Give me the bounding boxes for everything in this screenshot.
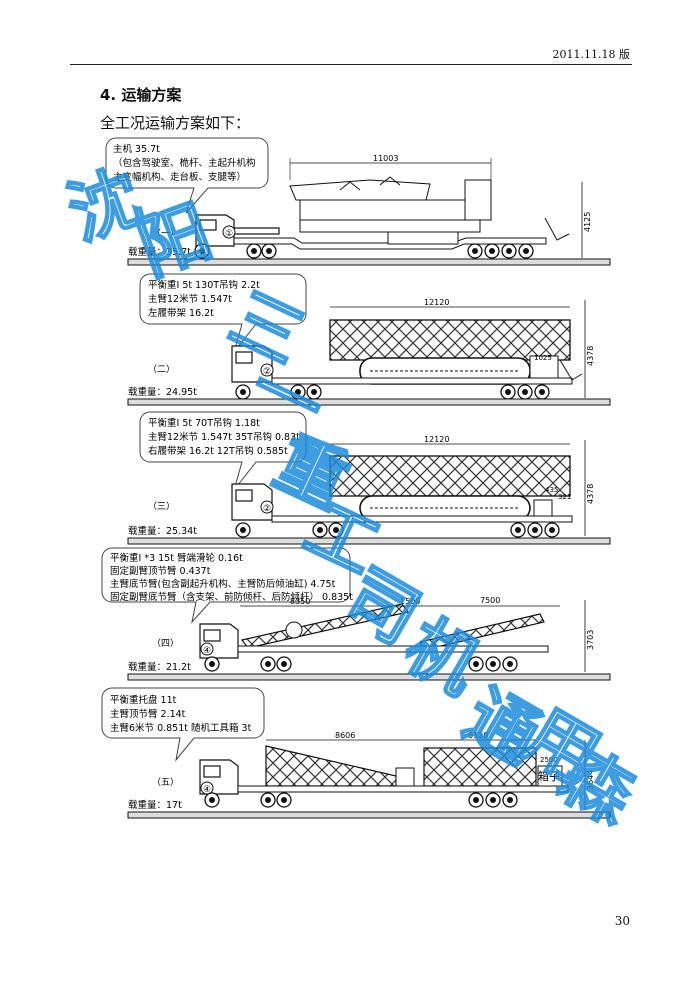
load-weight: 载重量：35.7t (128, 246, 191, 258)
case-4: 平衡重Ⅰ *3 15t 臂端滑轮 0.16t 固定副臂顶节臂 0.437t 主臂… (101, 547, 611, 681)
dim-height: 4125 (583, 212, 592, 232)
truck-cab (195, 214, 280, 247)
callout-line: 主臂6米节 0.851t 随机工具箱 3t (110, 722, 252, 734)
truck-number: ① (225, 229, 233, 239)
dim-height: 3703 (586, 630, 595, 650)
dim-length: 7500 (480, 596, 500, 605)
case-3: 平衡重Ⅰ 5t 70T吊钩 1.18t 主臂12米节 1.547t 35T吊钩 … (127, 411, 611, 545)
dim-small: 1025 (534, 354, 552, 362)
case-label: （四） (152, 638, 179, 649)
callout-line: 主机 35.7t (113, 143, 160, 155)
section-title: 4. 运输方案 (100, 86, 182, 104)
callout-box (101, 547, 351, 624)
dim-length: 1500 (400, 597, 420, 606)
callout-box (139, 411, 307, 491)
dim-length: 8350 (290, 597, 310, 606)
callout-line: 左履带架 16.2t (148, 307, 214, 319)
boom-truss (240, 603, 410, 649)
callout-line: 平衡重托盘 11t (110, 694, 177, 706)
case-label: （二） (148, 364, 175, 375)
dim-length: 6120 (468, 731, 488, 740)
dim-length: 8606 (335, 731, 355, 740)
load-weight: 载重量：24.95t (128, 386, 197, 398)
ground (127, 537, 611, 545)
page-number: 30 (614, 914, 630, 928)
boom-truss (329, 319, 571, 361)
ground (127, 811, 611, 819)
dim-height: 3644 (586, 770, 595, 790)
truck-number: ② (263, 504, 271, 514)
callout-line: 主臂12米节 1.547t (148, 293, 232, 305)
callout-box (139, 273, 307, 353)
dim-small: 435 (545, 486, 558, 494)
callout-line: 固定副臂底节臂（含支架、前防倾杆、后防倾杆） 0.835t (110, 591, 353, 603)
callout-box (105, 137, 269, 214)
callout-line: 主臂12米节 1.547t 35T吊钩 0.83t (148, 431, 300, 443)
header-rule (70, 64, 632, 65)
dim-small: 2500 (540, 756, 558, 764)
callout-line: 主臂顶节臂 2.14t (110, 708, 186, 720)
ground (127, 398, 611, 406)
truck-number: ② (263, 367, 271, 377)
callout-line: 右履带架 16.2t 12T吊钩 0.585t (148, 445, 288, 457)
dim-length: 11003 (373, 154, 398, 163)
case-label: （五） (152, 777, 179, 788)
load-weight: 载重量：17t (128, 799, 182, 811)
dim-small: 321 (558, 493, 571, 501)
truck-number: ④ (203, 785, 211, 795)
callout-line: （包含驾驶室、桅杆、主起升机构 (113, 157, 256, 169)
case-2: 平衡重Ⅰ 5t 130T吊钩 2.2t 主臂12米节 1.547t 左履带架 1… (127, 273, 611, 406)
dim-length: 12120 (424, 435, 449, 444)
callout-line: 固定副臂顶节臂 0.437t (110, 565, 211, 577)
load-weight: 载重量：21.2t (128, 661, 191, 673)
callout-line: 平衡重Ⅰ 5t 70T吊钩 1.18t (148, 417, 260, 429)
case-1: 主机 35.7t （包含驾驶室、桅杆、主起升机构 主变幅机构、走台板、支腿等） … (105, 137, 611, 266)
callout-line: 主变幅机构、走台板、支腿等） (113, 171, 246, 183)
crane-body (289, 176, 492, 245)
box-label: 箱子 (538, 769, 560, 783)
boom-truss (265, 745, 397, 787)
intro-text: 全工况运输方案如下： (100, 114, 251, 132)
dim-height: 4378 (586, 346, 595, 366)
callout-line: 平衡重Ⅰ *3 15t 臂端滑轮 0.16t (110, 552, 243, 564)
case-label: （一） (152, 228, 179, 239)
case-label: （三） (148, 501, 175, 512)
callout-box (101, 687, 265, 762)
boom-truss (329, 455, 571, 497)
ground (127, 258, 611, 266)
truck-number: ④ (203, 646, 211, 656)
dim-length: 12120 (424, 298, 449, 307)
ground (127, 673, 611, 681)
callout-line: 平衡重Ⅰ 5t 130T吊钩 2.2t (148, 279, 260, 291)
header-version: 2011.11.18 版 (552, 48, 630, 61)
load-weight: 载重量：25.34t (128, 525, 197, 537)
case-5: 平衡重托盘 11t 主臂顶节臂 2.14t 主臂6米节 0.851t 随机工具箱… (101, 687, 611, 819)
dim-height: 4378 (586, 484, 595, 504)
callout-line: 主臂底节臂(包含副起升机构、主臂防后倾油缸) 4.75t (110, 578, 336, 590)
